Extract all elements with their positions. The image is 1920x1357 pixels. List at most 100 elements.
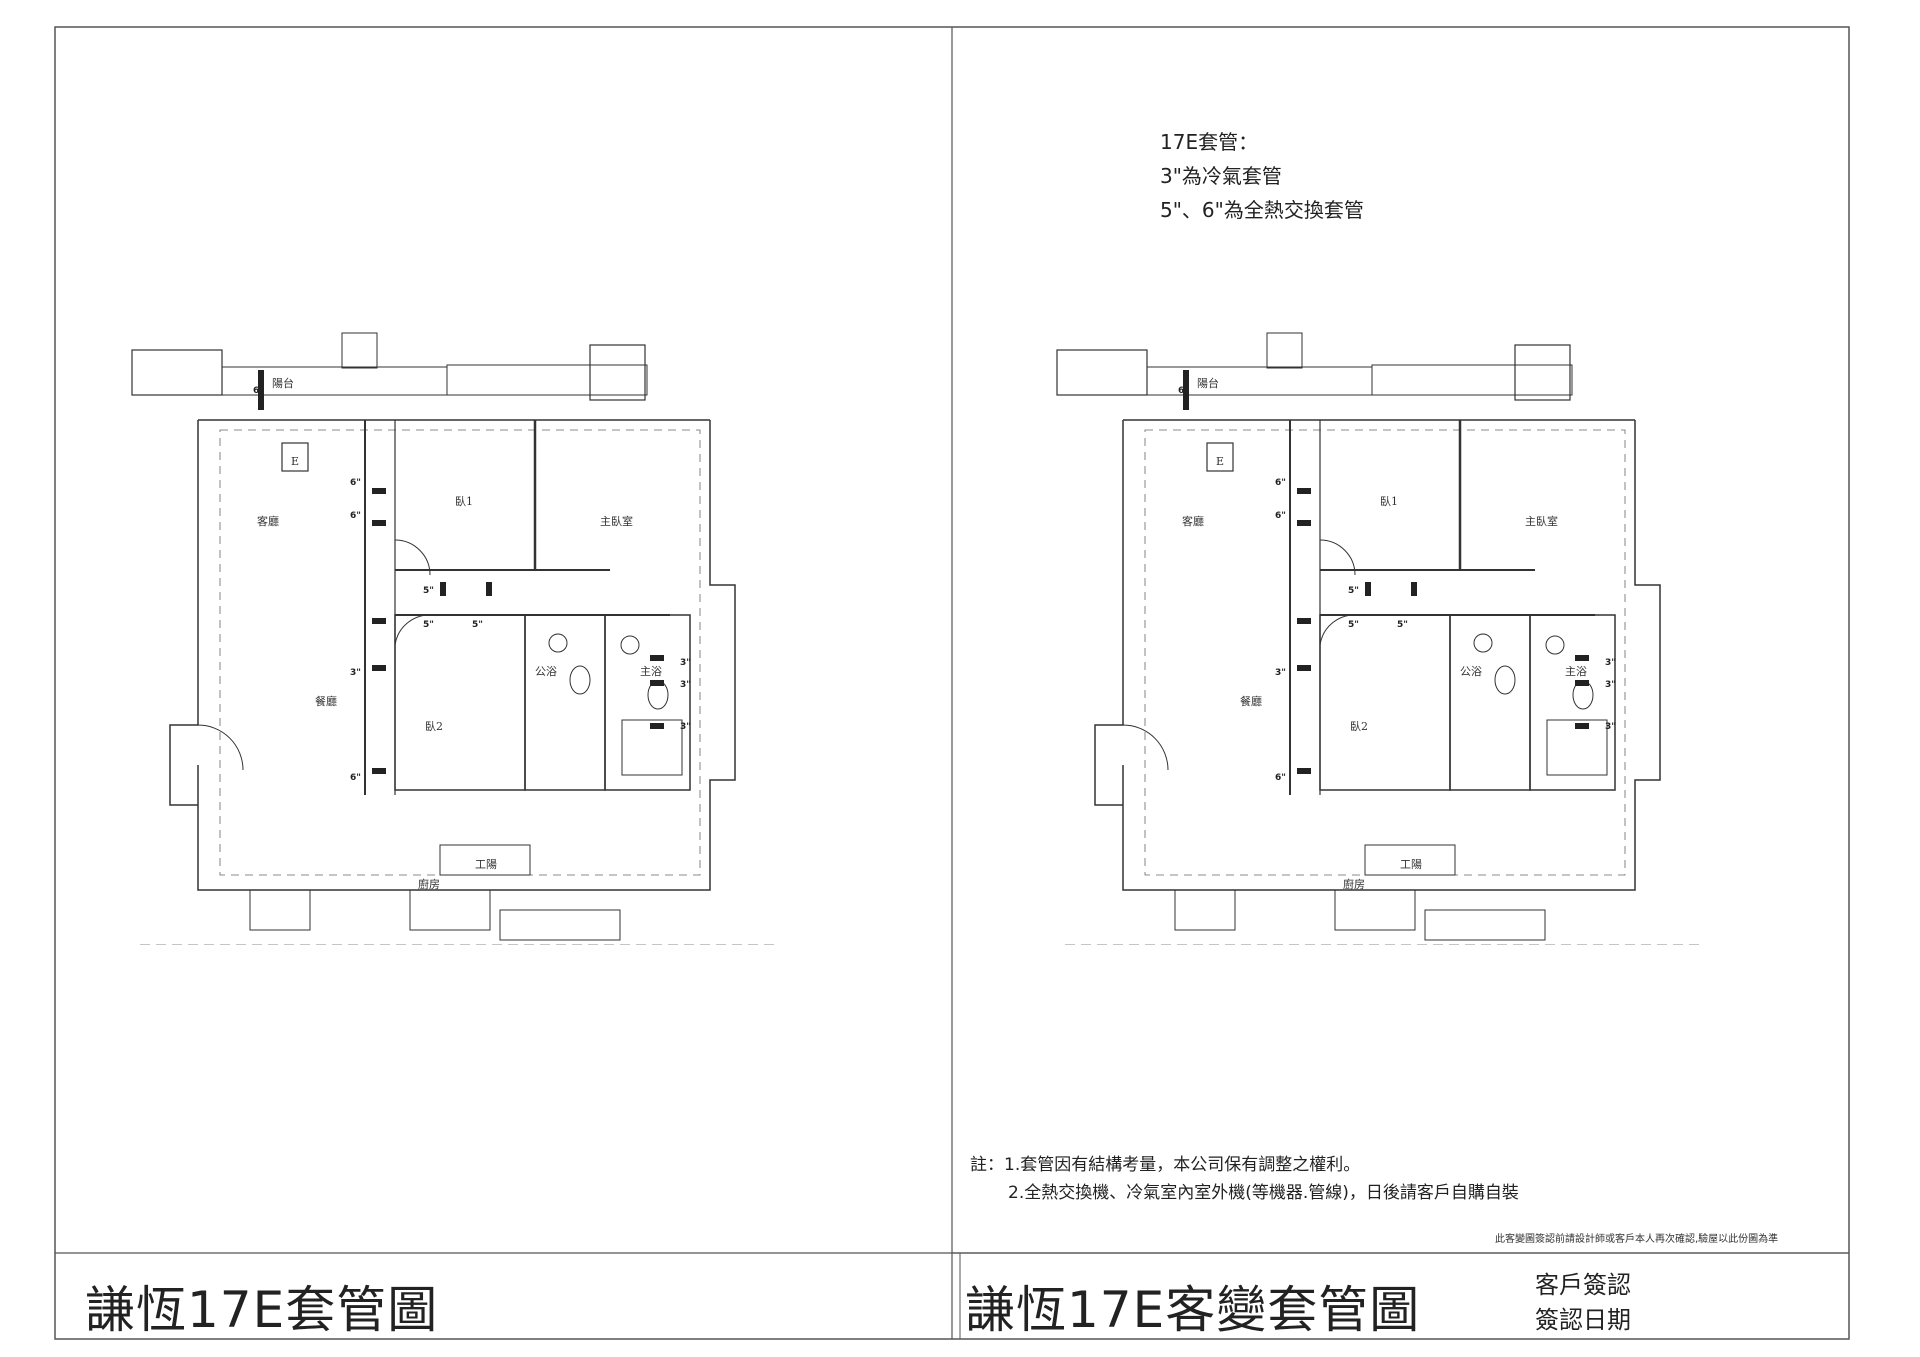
balcony-column xyxy=(341,332,378,369)
unit-letter-box xyxy=(281,442,309,472)
sleeve-marker-2 xyxy=(1297,488,1311,494)
sleeve-label-bath-3: 3" xyxy=(680,722,691,732)
entry-door-swing xyxy=(197,724,244,771)
sleeve-marker-1 xyxy=(258,370,264,410)
floor-plan-custom: 陽台E6"6"6"5"5"5"3"3"3"3"6"客廳餐廳臥1主臥室臥2公浴主浴… xyxy=(1056,332,1705,945)
room-label-bedroom1: 臥1 xyxy=(455,495,473,508)
room-label-living: 客廳 xyxy=(257,514,279,528)
sleeve-label-corridor-1: 5" xyxy=(423,586,434,596)
remark-line2: 2.全熱交換機、冷氣室內室外機(等機器.管線)，日後請客戶自購自裝 xyxy=(1008,1183,1519,1203)
toilet-public xyxy=(569,665,591,695)
room-label-dining: 餐廳 xyxy=(315,694,337,708)
remark-line1: 註：1.套管因有結構考量，本公司保有調整之權利。 xyxy=(970,1155,1361,1175)
room-label-bedroom2: 臥2 xyxy=(425,720,443,733)
room-label-dining: 餐廳 xyxy=(1240,694,1262,708)
kitchen-sink-counter xyxy=(1174,889,1236,931)
sleeve-marker-5 xyxy=(486,582,492,596)
sleeve-label-dining: 3" xyxy=(1275,668,1286,678)
sleeve-note-line1: 3"為冷氣套管 xyxy=(1160,164,1282,188)
bedroom1-door-swing xyxy=(1319,539,1356,576)
sleeve-label-living-1: 6" xyxy=(1275,478,1286,488)
sleeve-label-living-1: 6" xyxy=(350,478,361,488)
sleeve-label-kitchen: 6" xyxy=(350,773,361,783)
bedroom2-walls xyxy=(394,614,526,791)
room-label-kitchen: 廚房 xyxy=(418,877,440,891)
sleeve-label-corridor-2: 5" xyxy=(1348,620,1359,630)
utility-cabinet xyxy=(439,844,531,876)
master-bath-walls xyxy=(1529,614,1616,791)
bedroom2-door-swing xyxy=(394,614,431,646)
sleeve-note-line2: 5"、6"為全熱交換套管 xyxy=(1160,198,1364,222)
sleeve-label-balcony: 6" xyxy=(1178,386,1189,396)
sleeve-marker-10 xyxy=(650,723,664,729)
sleeve-marker-2 xyxy=(372,488,386,494)
sleeve-label-bath-2: 3" xyxy=(680,680,691,690)
sleeve-label-kitchen: 6" xyxy=(1275,773,1286,783)
sleeve-marker-7 xyxy=(372,665,386,671)
sleeve-marker-8 xyxy=(1575,655,1589,661)
sleeve-label-bath-2: 3" xyxy=(1605,680,1616,690)
room-label-master: 主臥室 xyxy=(600,514,633,528)
room-label-master-bath: 主浴 xyxy=(1565,665,1587,678)
unit-letter-box xyxy=(1206,442,1234,472)
balcony-right-block xyxy=(589,344,646,401)
sleeve-label-bath-1: 3" xyxy=(1605,658,1616,668)
bedroom1-door-swing xyxy=(394,539,431,576)
room-label-living: 客廳 xyxy=(1182,514,1204,528)
sleeve-label-living-2: 6" xyxy=(350,511,361,521)
room-label-public-bath: 公浴 xyxy=(1460,665,1482,678)
room-label-bedroom1: 臥1 xyxy=(1380,495,1398,508)
master-bath-walls xyxy=(604,614,691,791)
room-label-utility: 工陽 xyxy=(1400,858,1422,871)
balcony-column xyxy=(1266,332,1303,369)
sink-public xyxy=(1473,633,1493,653)
room-label-public-bath: 公浴 xyxy=(535,665,557,678)
sleeve-label-balcony: 6" xyxy=(253,386,264,396)
sleeve-marker-3 xyxy=(372,520,386,526)
room-label-utility: 工陽 xyxy=(475,858,497,871)
sleeve-marker-9 xyxy=(650,680,664,686)
sink-master xyxy=(620,635,640,655)
toilet-public xyxy=(1494,665,1516,695)
sink-public xyxy=(548,633,568,653)
balcony-left-block xyxy=(1056,349,1148,396)
sleeve-marker-11 xyxy=(1297,768,1311,774)
bathtub xyxy=(621,719,683,776)
bedroom2-walls xyxy=(1319,614,1451,791)
unit-outer-wall xyxy=(169,420,736,891)
room-label-balcony: 陽台 xyxy=(272,376,294,390)
sleeve-label-corridor-3: 5" xyxy=(1397,620,1408,630)
kitchen-stove-counter xyxy=(1334,889,1416,931)
sleeve-marker-5 xyxy=(1411,582,1417,596)
entry-door-swing xyxy=(1122,724,1169,771)
sleeve-marker-9 xyxy=(1575,680,1589,686)
public-bath-walls xyxy=(1449,614,1531,791)
sleeve-label-bath-3: 3" xyxy=(1605,722,1616,732)
left-panel-title: 謙恆17E套管圖 xyxy=(85,1281,439,1339)
sleeve-marker-7 xyxy=(1297,665,1311,671)
sleeve-label-bath-1: 3" xyxy=(680,658,691,668)
sleeve-marker-11 xyxy=(372,768,386,774)
room-label-bedroom2: 臥2 xyxy=(1350,720,1368,733)
sleeve-label-dining: 3" xyxy=(350,668,361,678)
utility-cabinet xyxy=(1364,844,1456,876)
unit-letter-label: E xyxy=(291,455,299,468)
sink-master xyxy=(1545,635,1565,655)
room-label-balcony: 陽台 xyxy=(1197,376,1219,390)
sleeve-marker-6 xyxy=(1297,618,1311,624)
floor-plan-original: 陽台E6"6"6"5"5"5"3"3"3"3"6"客廳餐廳臥1主臥室臥2公浴主浴… xyxy=(131,332,780,945)
sleeve-marker-3 xyxy=(1297,520,1311,526)
sleeve-label-corridor-1: 5" xyxy=(1348,586,1359,596)
public-bath-walls xyxy=(524,614,606,791)
bathtub xyxy=(1546,719,1608,776)
kitchen-sink-counter xyxy=(249,889,311,931)
sleeve-label-corridor-3: 5" xyxy=(472,620,483,630)
sleeve-marker-6 xyxy=(372,618,386,624)
sleeve-marker-8 xyxy=(650,655,664,661)
sign-date-label: 簽認日期 xyxy=(1535,1306,1631,1334)
sleeve-marker-4 xyxy=(440,582,446,596)
balcony-rail-right xyxy=(1371,364,1573,396)
right-panel-title: 謙恆17E客變套管圖 xyxy=(965,1281,1421,1339)
